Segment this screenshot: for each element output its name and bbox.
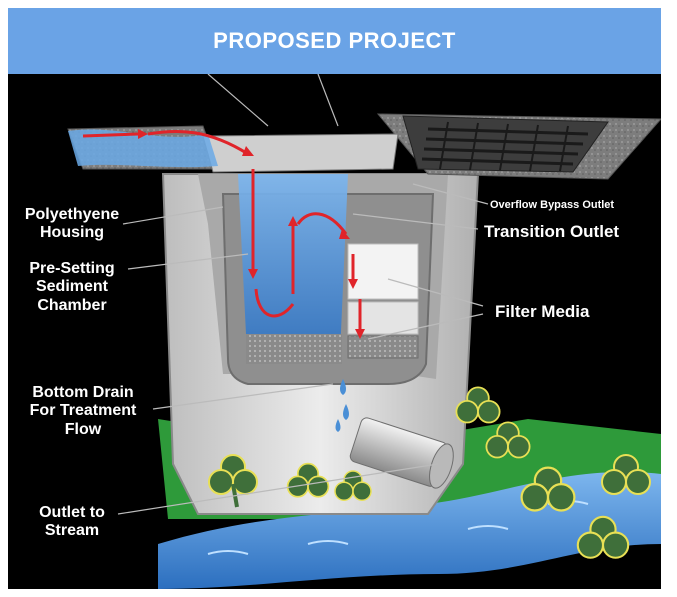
label-transition-outlet: Transition Outlet (484, 222, 620, 241)
label-line: Bottom Drain (32, 384, 134, 401)
diagram-panel: Polyethyene Housing Pre-Setting Sediment… (8, 74, 661, 589)
leader-lines (117, 74, 489, 515)
label-filter-media: Filter Media (495, 302, 590, 321)
label-line: Stream (44, 522, 100, 540)
inlet-top (202, 133, 399, 173)
label-line: Polyethyene (24, 206, 120, 223)
flow-arrow-icon (82, 129, 362, 329)
clover-icon (208, 386, 651, 559)
label-line: Flow (64, 420, 102, 438)
label-line: Outlet to (39, 504, 105, 521)
label-outlet-to-stream: Outlet to Stream (22, 504, 122, 541)
filter-screen (347, 335, 419, 359)
bottom-drain-drip (335, 379, 349, 432)
label-pre-setting-chamber: Pre-Setting Sediment Chamber (12, 260, 132, 315)
label-polyethylene-housing: Polyethyene Housing (12, 206, 132, 243)
grate-icon (402, 115, 609, 173)
label-line: Sediment (35, 278, 108, 296)
label-line: Pre-Setting (29, 260, 115, 277)
label-overflow-bypass-outlet: Overflow Bypass Outlet (490, 199, 615, 211)
surface-inflow (68, 129, 218, 168)
label-line: Housing (40, 224, 104, 242)
label-line: For Treatment (29, 402, 137, 420)
pipe-icon (349, 417, 454, 489)
filter-media-upper (347, 243, 419, 300)
header-bar: PROPOSED PROJECT (8, 8, 661, 74)
page-title: PROPOSED PROJECT (213, 28, 456, 53)
label-line: Chamber (37, 296, 107, 314)
filter-system-illustration (67, 74, 661, 589)
label-bottom-drain: Bottom Drain For Treatment Flow (8, 384, 158, 439)
